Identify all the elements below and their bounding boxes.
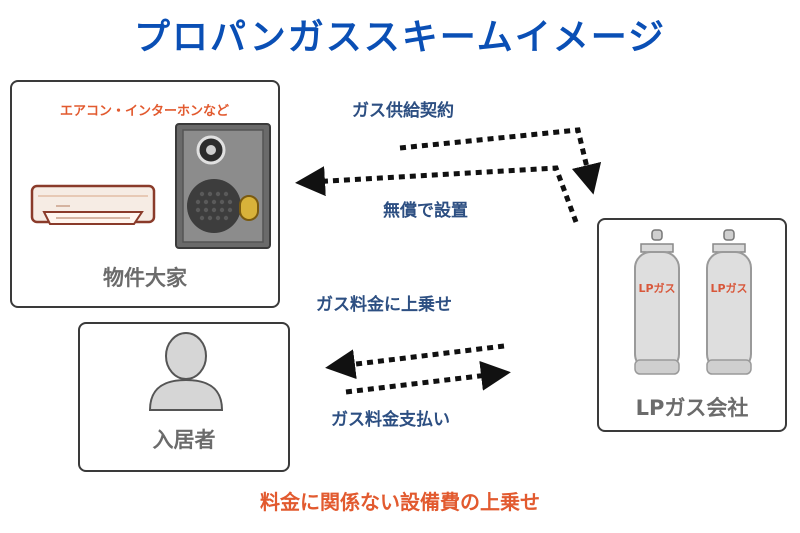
footer-note: 料金に関係ない設備費の上乗せ (260, 490, 540, 514)
contract-arrow (399, 127, 602, 195)
free-install-label: 無償で設置 (383, 201, 468, 221)
air-conditioner-icon (30, 184, 156, 225)
tank-label: LPガス (638, 281, 675, 295)
payment-label: ガス料金支払い (331, 410, 450, 430)
free-install-arrow (295, 165, 579, 223)
gas-cylinder-icon: LPガス (706, 229, 752, 375)
page-title: プロパンガススキームイメージ (133, 17, 666, 58)
intercom-icon (175, 123, 271, 249)
resident-label: 入居者 (152, 428, 216, 452)
person-icon (148, 332, 224, 411)
contract-label: ガス供給契約 (352, 101, 454, 121)
surcharge-arrow (325, 343, 505, 380)
owner-box: エアコン・インターホンなど 物件大家 (10, 80, 280, 308)
appliance-label: エアコン・インターホンなど (60, 104, 230, 119)
surcharge-label: ガス料金に上乗せ (316, 295, 452, 315)
owner-label: 物件大家 (103, 266, 187, 290)
gas-cylinder-icon: LPガス (634, 229, 680, 375)
payment-arrow (345, 360, 511, 395)
resident-box: 入居者 (78, 322, 290, 472)
company-label: LPガス会社 (635, 396, 749, 420)
company-box: LPガス LPガス LPガス会社 (597, 218, 787, 432)
tank-label: LPガス (710, 281, 747, 295)
